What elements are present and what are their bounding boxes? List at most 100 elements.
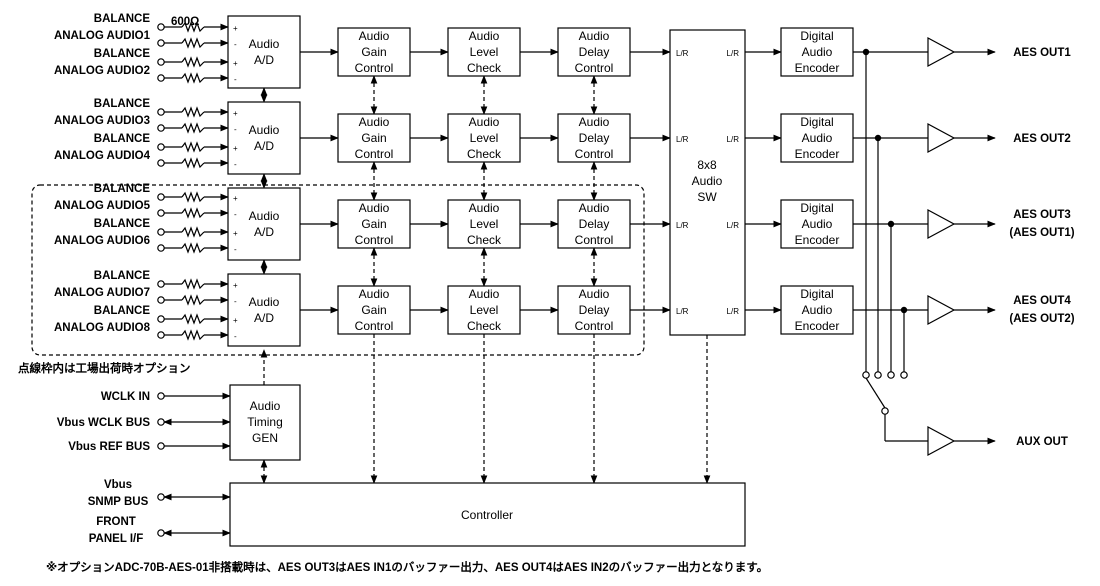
switch-port-label: L/R xyxy=(676,135,689,144)
aux-select-contact xyxy=(900,371,908,379)
encoder-label: Audio xyxy=(802,303,833,317)
input-terminal xyxy=(157,331,165,339)
encoder-label: Encoder xyxy=(795,233,840,247)
resistor-value-label: 600Ω xyxy=(171,16,199,28)
encoder-label: Encoder xyxy=(795,147,840,161)
minus-mark: - xyxy=(234,210,237,219)
analog-input-label: ANALOG AUDIO2 xyxy=(54,65,150,77)
level-label: Audio xyxy=(469,201,500,215)
delay-label: Control xyxy=(575,319,614,333)
labels: BALANCE ANALOG AUDIO1 + - BALANCE ANALOG AUDI… xyxy=(18,13,1075,574)
analog-input-label: ANALOG AUDIO1 xyxy=(54,30,151,42)
input-terminal xyxy=(157,108,165,116)
gain-control-block xyxy=(337,113,411,163)
delay-control-block xyxy=(557,113,631,163)
gain-control-block xyxy=(337,27,411,77)
timing-terminal xyxy=(157,442,165,450)
analog-input-label: ANALOG AUDIO8 xyxy=(54,322,151,334)
timing-input-label: WCLK IN xyxy=(101,391,150,403)
level-label: Audio xyxy=(469,115,500,129)
input-terminal xyxy=(157,23,165,31)
gain-label: Control xyxy=(355,147,394,161)
output-buffer xyxy=(927,122,956,154)
resistor-600-ohm xyxy=(181,226,205,238)
output-sub-label: (AES OUT1) xyxy=(1009,227,1074,239)
balance-label: BALANCE xyxy=(94,270,151,282)
gain-label: Audio xyxy=(359,29,390,43)
encoder-label: Digital xyxy=(800,29,833,43)
audio-encoder-block xyxy=(780,113,854,163)
ad-converter-block xyxy=(227,101,301,175)
input-terminal xyxy=(157,228,165,236)
switch-port-label: L/R xyxy=(727,307,740,316)
timing-input-label: Vbus WCLK BUS xyxy=(57,417,151,429)
plus-mark: + xyxy=(233,281,238,290)
gain-label: Control xyxy=(355,233,394,247)
input-terminal xyxy=(157,74,165,82)
aux-select-contact xyxy=(887,371,895,379)
balance-label: BALANCE xyxy=(94,133,151,145)
plus-mark: + xyxy=(233,109,238,118)
aux-select-contact xyxy=(862,371,870,379)
resistor-600-ohm xyxy=(181,294,205,306)
timing-label: Audio xyxy=(250,399,281,413)
delay-label: Audio xyxy=(579,287,610,301)
delay-label: Control xyxy=(575,233,614,247)
delay-label: Delay xyxy=(579,217,610,231)
input-terminal xyxy=(157,280,165,288)
resistor-600-ohm xyxy=(181,329,205,341)
gain-label: Gain xyxy=(361,303,386,317)
timing-gen-block xyxy=(229,384,301,461)
junction-dot xyxy=(900,306,908,314)
minus-mark: - xyxy=(234,40,237,49)
audio-encoder-block xyxy=(780,285,854,335)
gain-label: Gain xyxy=(361,217,386,231)
plus-mark: + xyxy=(233,316,238,325)
delay-label: Delay xyxy=(579,131,610,145)
encoder-label: Digital xyxy=(800,115,833,129)
output-label: AES OUT4 xyxy=(1013,295,1071,307)
balance-label: BALANCE xyxy=(94,305,151,317)
input-terminal xyxy=(157,244,165,252)
minus-mark: - xyxy=(234,245,237,254)
ad-label: Audio xyxy=(249,209,280,223)
input-terminal xyxy=(157,143,165,151)
resistor-600-ohm xyxy=(181,72,205,84)
switch-port-label: L/R xyxy=(676,49,689,58)
gain-label: Control xyxy=(355,319,394,333)
input-terminal xyxy=(157,39,165,47)
front-panel-label: FRONT xyxy=(96,516,136,528)
balance-label: BALANCE xyxy=(94,48,151,60)
delay-label: Audio xyxy=(579,201,610,215)
encoder-label: Digital xyxy=(800,201,833,215)
minus-mark: - xyxy=(234,160,237,169)
level-label: Check xyxy=(467,233,502,247)
resistor-600-ohm xyxy=(181,141,205,153)
controller-label: Controller xyxy=(461,508,513,522)
resistor-600-ohm xyxy=(181,157,205,169)
gain-label: Gain xyxy=(361,45,386,59)
switch-port-label: L/R xyxy=(676,307,689,316)
option-note: 点線枠内は工場出荷時オプション xyxy=(18,361,191,375)
footnote: ※オプションADC-70B-AES-01非搭載時は、AES OUT3はAES I… xyxy=(46,560,768,574)
ad-label: Audio xyxy=(249,295,280,309)
front-panel-terminal xyxy=(157,529,165,537)
delay-label: Delay xyxy=(579,45,610,59)
gain-control-block xyxy=(337,285,411,335)
output-sub-label: (AES OUT2) xyxy=(1009,313,1074,325)
resistor-600-ohm xyxy=(181,21,205,33)
aux-select-contact xyxy=(874,371,882,379)
gain-label: Audio xyxy=(359,115,390,129)
resistor-600-ohm xyxy=(181,122,205,134)
output-label: AES OUT2 xyxy=(1013,133,1071,145)
ad-label: Audio xyxy=(249,37,280,51)
input-terminal xyxy=(157,159,165,167)
gain-label: Control xyxy=(355,61,394,75)
ad-label: A/D xyxy=(254,225,274,239)
delay-control-block xyxy=(557,199,631,249)
level-label: Level xyxy=(470,303,499,317)
ad-label: Audio xyxy=(249,123,280,137)
analog-input-label: ANALOG AUDIO6 xyxy=(54,235,150,247)
analog-input-label: ANALOG AUDIO7 xyxy=(54,287,150,299)
output-buffer xyxy=(927,36,956,68)
